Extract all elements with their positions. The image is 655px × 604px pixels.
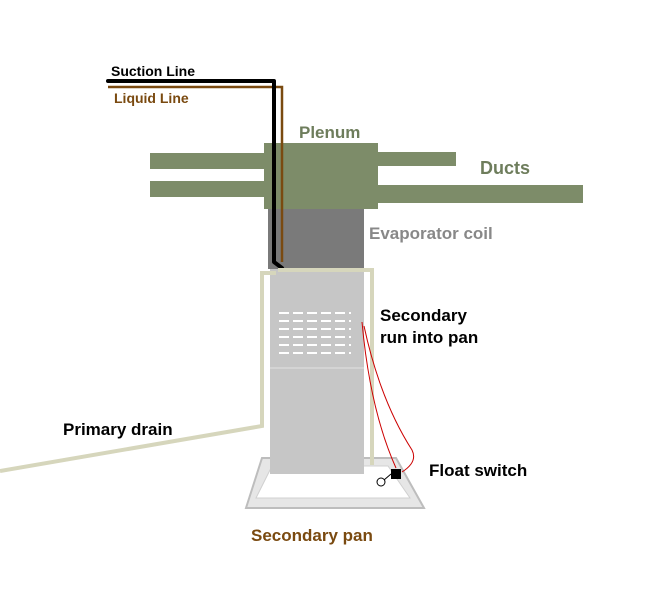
duct-left-lower xyxy=(150,181,270,197)
secondary-run-label-line2: run into pan xyxy=(380,328,478,347)
float-switch xyxy=(376,469,401,487)
secondary-pan-label: Secondary pan xyxy=(251,526,373,545)
liquid-line xyxy=(108,85,284,262)
plenum-label: Plenum xyxy=(299,123,360,142)
ducts xyxy=(150,152,583,203)
duct-right-upper xyxy=(370,152,456,166)
primary-drain-label: Primary drain xyxy=(63,420,173,439)
evaporator-coil xyxy=(268,205,364,269)
evaporator-coil-label: Evaporator coil xyxy=(369,224,493,243)
ducts-label: Ducts xyxy=(480,158,530,178)
secondary-drain-pipe xyxy=(278,268,374,465)
duct-left-upper xyxy=(150,153,270,169)
duct-right-lower xyxy=(370,185,583,203)
float-switch-label: Float switch xyxy=(429,461,527,480)
liquid-line-label: Liquid Line xyxy=(114,90,189,106)
furnace-cabinet xyxy=(270,268,364,474)
suction-line xyxy=(106,79,284,270)
drain-pipes xyxy=(0,268,374,473)
secondary-run-label-line1: Secondary xyxy=(380,306,467,325)
furnace-vents xyxy=(279,312,351,354)
float-switch-wires xyxy=(361,321,415,473)
primary-drain-pipe xyxy=(0,271,276,473)
suction-line-label: Suction Line xyxy=(111,63,195,79)
